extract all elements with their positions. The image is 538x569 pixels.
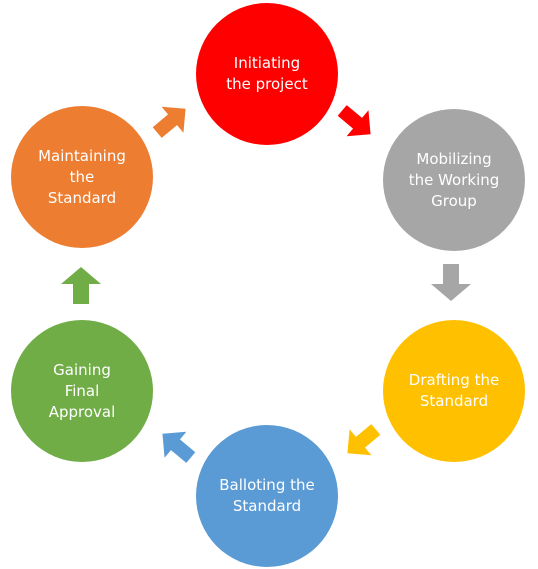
node-gaining-final-approval: Gaining Final Approval xyxy=(11,320,153,462)
arrow-drafting-to-balloting-icon xyxy=(347,424,381,456)
node-balloting-the-standard: Balloting the Standard xyxy=(196,425,338,567)
node-mobilizing-the-working-group: Mobilizing the Working Group xyxy=(383,109,525,251)
arrow-initiating-to-mobilizing-icon xyxy=(337,105,371,137)
node-drafting-the-standard: Drafting the Standard xyxy=(383,320,525,462)
arrow-balloting-to-gaining-icon xyxy=(162,431,196,463)
arrow-mobilizing-to-drafting-icon xyxy=(431,264,471,301)
node-initiating-the-project: Initiating the project xyxy=(196,3,338,145)
arrow-gaining-to-maintaining-icon xyxy=(61,267,101,304)
arrow-maintaining-to-initiating-icon xyxy=(152,106,186,138)
node-maintaining-the-standard: Maintaining the Standard xyxy=(11,106,153,248)
